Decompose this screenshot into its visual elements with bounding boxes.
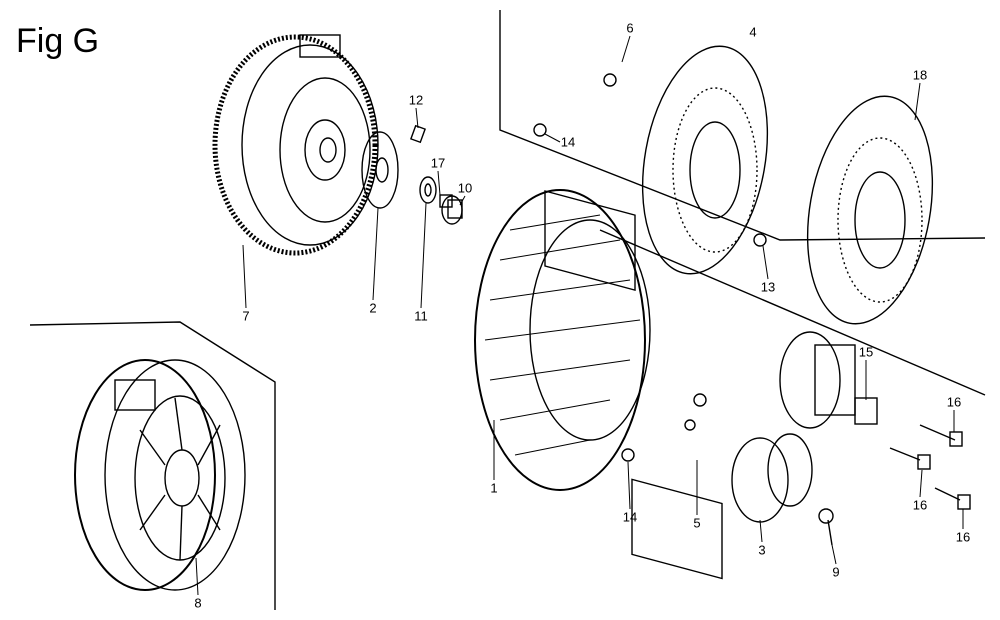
callout-12: 12 — [408, 92, 424, 108]
callout-15: 15 — [858, 344, 874, 360]
callout-13: 13 — [760, 279, 776, 295]
callout-11: 11 — [414, 308, 428, 324]
cup-part-3 — [731, 433, 813, 523]
rotor-part-8 — [74, 359, 246, 591]
callout-8: 8 — [194, 595, 202, 611]
flywheel-part-7 — [212, 34, 379, 256]
bolts — [533, 123, 971, 546]
callout-3: 3 — [758, 542, 766, 558]
callout-10: 10 — [457, 180, 473, 196]
callout-9: 9 — [832, 564, 840, 580]
callout-17: 17 — [430, 155, 446, 171]
callout-14-top: 14 — [560, 134, 576, 150]
figure-title: Fig G — [16, 22, 100, 60]
callout-16-bottom: 16 — [955, 529, 971, 545]
fan-part-1 — [474, 189, 651, 491]
callout-5: 5 — [693, 515, 701, 531]
callout-4: 4 — [749, 24, 757, 40]
callout-7: 7 — [242, 308, 250, 324]
washers-and-nut — [361, 124, 463, 225]
callout-14-bottom: 14 — [622, 509, 638, 525]
stator-disc-part-4 — [641, 45, 769, 275]
leader-lines — [195, 35, 964, 596]
brush-holder-part-6 — [544, 73, 636, 292]
brush-holder-part-5 — [631, 393, 723, 580]
callout-16-top: 16 — [946, 394, 962, 410]
stator-disc-part-18 — [806, 95, 934, 325]
callout-2: 2 — [369, 300, 377, 316]
callout-16-middle: 16 — [912, 497, 928, 513]
callout-18: 18 — [912, 67, 928, 83]
callout-1: 1 — [490, 480, 498, 496]
callout-6: 6 — [626, 20, 634, 36]
section-lines — [29, 10, 986, 610]
